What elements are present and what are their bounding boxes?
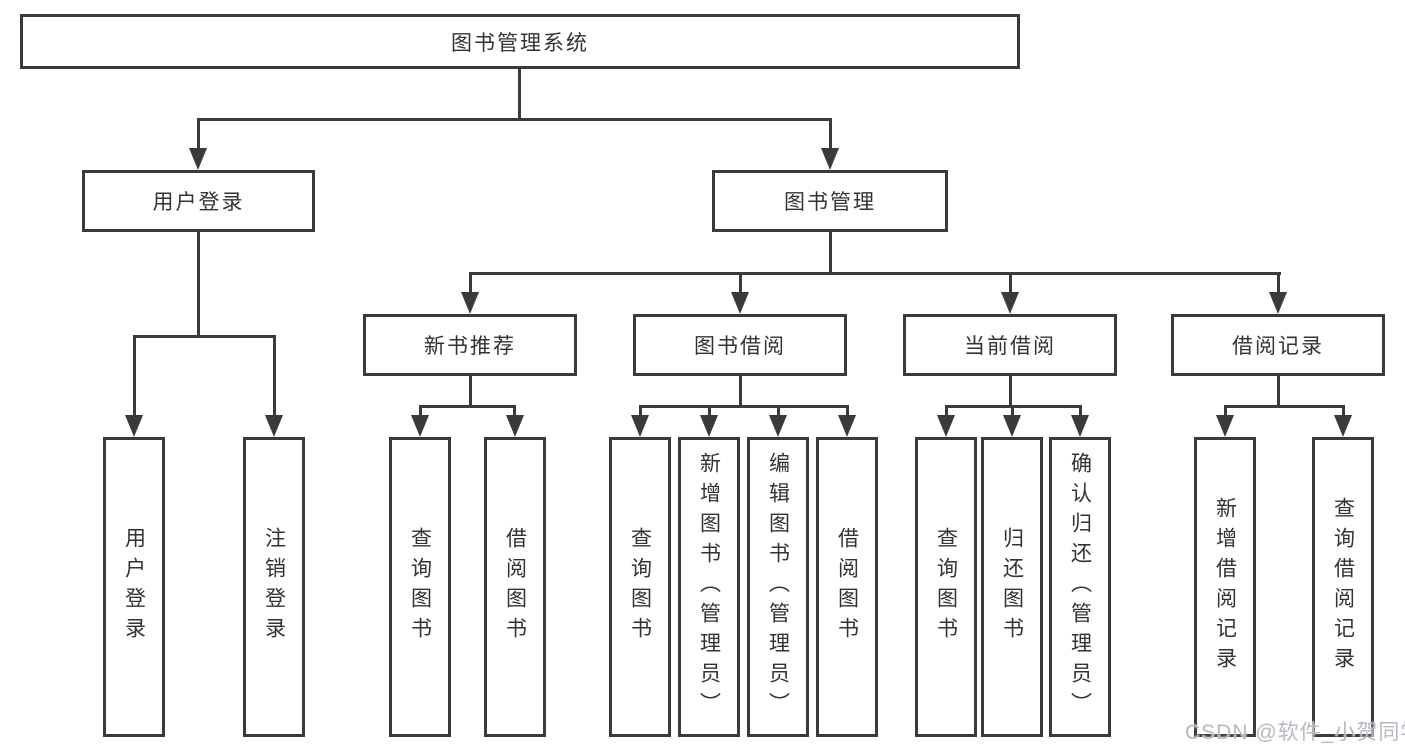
- arrowhead-down: [1269, 292, 1287, 314]
- connector-bookmgmt-stem: [829, 232, 832, 272]
- arrowhead-down: [461, 292, 479, 314]
- connector-g1-drop-1: [419, 405, 422, 419]
- leaf-user-login: 用户登录: [103, 437, 165, 737]
- leaf-bb-edit-books-admin: 编辑图书（管理员）: [747, 437, 809, 737]
- connector-g2-drop-4: [846, 405, 849, 419]
- node-current-borrow: 当前借阅: [903, 314, 1117, 376]
- node-book-borrow: 图书借阅: [633, 314, 847, 376]
- leaf-nb-borrow-books: 借阅图书: [484, 437, 546, 737]
- arrowhead-down: [1001, 292, 1019, 314]
- arrowhead-down: [1003, 415, 1021, 437]
- arrowhead-down: [411, 415, 429, 437]
- arrowhead-down: [769, 415, 787, 437]
- connector-root-drop-right: [829, 118, 832, 152]
- connector-g2-drop-1: [639, 405, 642, 419]
- leaf-nb-query-books: 查询图书: [389, 437, 451, 737]
- connector-g3-drop-1: [945, 405, 948, 419]
- connector-g2-drop-3: [777, 405, 780, 419]
- node-new-book-recommend: 新书推荐: [363, 314, 577, 376]
- leaf-bb-borrow-books: 借阅图书: [816, 437, 878, 737]
- arrowhead-down: [506, 415, 524, 437]
- connector-userlogin-drop-2: [273, 335, 276, 419]
- leaf-bb-query-books: 查询图书: [609, 437, 671, 737]
- connector-g3-drop-2: [1011, 405, 1014, 419]
- connector-g2-stem: [739, 376, 742, 405]
- connector-userlogin-hline: [133, 335, 275, 338]
- leaf-bb-add-books-admin: 新增图书（管理员）: [678, 437, 740, 737]
- connector-userlogin-stem: [197, 232, 200, 335]
- connector-bookmgmt-drop-4: [1277, 272, 1280, 296]
- arrowhead-down: [631, 415, 649, 437]
- leaf-cb-query-books: 查询图书: [915, 437, 977, 737]
- node-user-login: 用户登录: [82, 170, 315, 232]
- arrowhead-down: [937, 415, 955, 437]
- arrowhead-down: [700, 415, 718, 437]
- arrowhead-down: [1334, 415, 1352, 437]
- connector-g4-drop-2: [1342, 405, 1345, 419]
- connector-bookmgmt-drop-2: [739, 272, 742, 296]
- connector-root-hline: [197, 118, 832, 121]
- connector-bookmgmt-hline: [469, 272, 1281, 275]
- connector-g4-stem: [1277, 376, 1280, 405]
- arrowhead-down: [125, 415, 143, 437]
- node-borrow-records: 借阅记录: [1171, 314, 1385, 376]
- connector-g4-drop-1: [1224, 405, 1227, 419]
- arrowhead-down: [265, 415, 283, 437]
- connector-root-drop-left: [197, 118, 200, 152]
- arrowhead-down: [731, 292, 749, 314]
- arrowhead-down: [1216, 415, 1234, 437]
- csdn-watermark: CSDN @软件_小贺同学: [1185, 721, 1405, 744]
- connector-root-stem: [518, 69, 521, 118]
- connector-g1-stem: [469, 376, 472, 405]
- connector-g3-drop-3: [1079, 405, 1082, 419]
- leaf-cb-confirm-return-admin: 确认归还（管理员）: [1049, 437, 1111, 737]
- connector-g4-hline: [1224, 405, 1345, 408]
- node-root: 图书管理系统: [20, 14, 1020, 69]
- connector-g2-hline: [639, 405, 849, 408]
- connector-g2-drop-2: [708, 405, 711, 419]
- connector-g3-stem: [1009, 376, 1012, 405]
- connector-g1-hline: [419, 405, 516, 408]
- leaf-logout: 注销登录: [243, 437, 305, 737]
- leaf-cb-return-books: 归还图书: [981, 437, 1043, 737]
- leaf-br-query-record: 查询借阅记录: [1312, 437, 1374, 737]
- connector-bookmgmt-drop-3: [1009, 272, 1012, 296]
- arrowhead-down: [838, 415, 856, 437]
- connector-bookmgmt-drop-1: [469, 272, 472, 296]
- node-book-management: 图书管理: [712, 170, 948, 232]
- arrowhead-down: [189, 148, 207, 170]
- arrowhead-down: [821, 148, 839, 170]
- connector-g1-drop-2: [513, 405, 516, 419]
- leaf-br-add-record: 新增借阅记录: [1194, 437, 1256, 737]
- connector-userlogin-drop-1: [133, 335, 136, 419]
- arrowhead-down: [1071, 415, 1089, 437]
